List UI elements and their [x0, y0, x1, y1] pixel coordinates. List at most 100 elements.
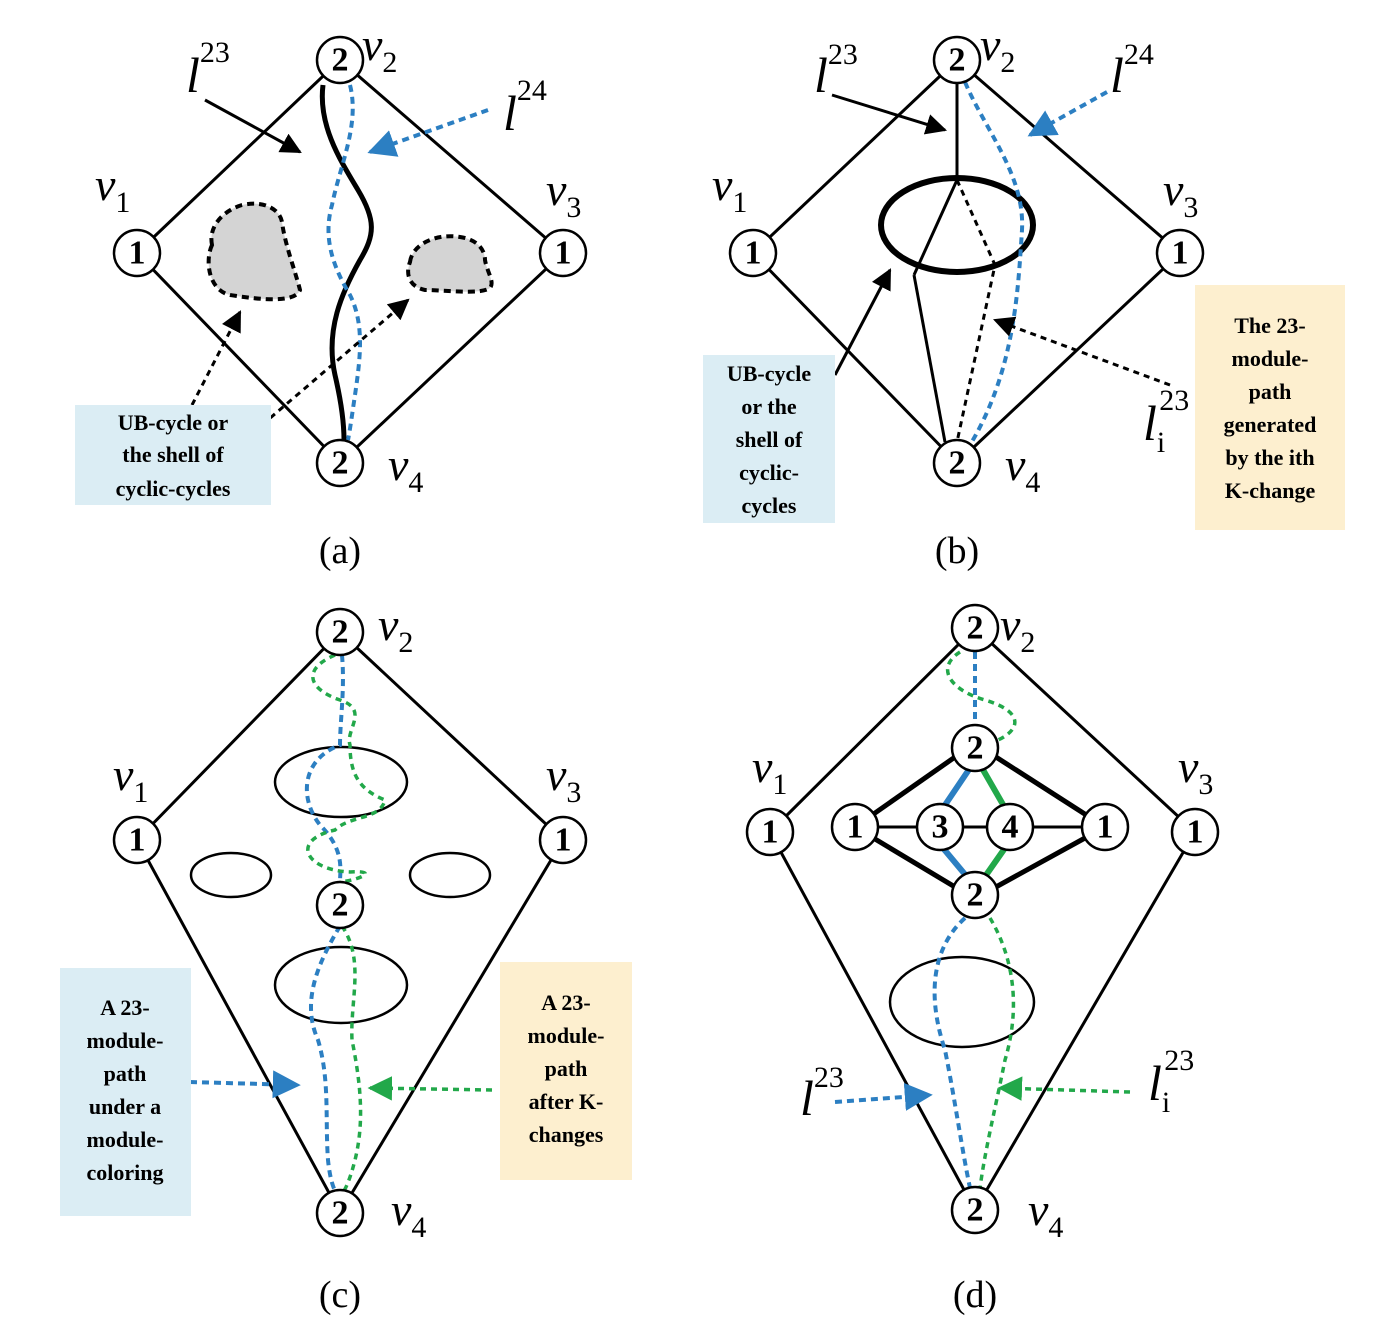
vertex-label-a-v1: v1 [95, 159, 130, 219]
arrow-l23-d [834, 1082, 933, 1111]
box-c-left-line-4: under a [89, 1094, 161, 1119]
box-c-left-line-5: module- [87, 1127, 164, 1152]
callout-box-b-right [1195, 285, 1345, 530]
path-blue-d-bottom [932, 916, 972, 1189]
panel-a: UB-cycle or the shell of cyclic-cycles 2… [75, 19, 588, 572]
svg-text:4: 4 [1002, 809, 1019, 846]
vertex-label-b-v1: v1 [712, 159, 747, 219]
label-l23-a: l23 [186, 36, 230, 103]
box-b-left-line-1: UB-cycle [727, 361, 812, 386]
vertex-label-d-v2: v2 [1000, 599, 1035, 659]
vertex-label-c-v1: v1 [113, 749, 148, 809]
node-a-v2: 2 [315, 35, 365, 85]
edge-d-v1-v4 [768, 831, 977, 1211]
edge-c-v3-v4 [338, 839, 565, 1214]
vertex-label-c-v3: v3 [546, 749, 581, 809]
box-b-left-line-4: cyclic- [739, 460, 799, 485]
panel-d: 2 2 1 3 4 1 2 1 1 2 v2 v1 v3 v4 l23 li23… [745, 599, 1220, 1316]
callout-box-c-left [60, 968, 191, 1216]
node-c-v1: 1 [112, 815, 162, 865]
callout-box-b-left [703, 355, 835, 523]
arrow-li23-d [997, 1076, 1131, 1101]
gray-region-left [206, 201, 303, 302]
box-c-right-line-5: changes [529, 1122, 604, 1147]
node-d-c4: 4 [985, 802, 1035, 852]
arrow-green-c [367, 1076, 493, 1101]
edge-b-v3-v4 [955, 251, 1182, 465]
edge-v1-v4 [135, 251, 342, 465]
node-a-v1: 1 [112, 228, 162, 278]
cycle-c-top [273, 745, 409, 819]
node-b-v2: 2 [932, 35, 982, 85]
edge-d-v2-v3 [973, 626, 1197, 834]
arrow-l23-b [831, 93, 948, 135]
edge-d-v3-v4 [973, 831, 1197, 1211]
vertex-label-c-v2: v2 [378, 599, 413, 659]
vertex-label-b-v4: v4 [1005, 439, 1040, 499]
node-d-top: 2 [950, 723, 1000, 773]
box-b-right-line-4: generated [1224, 412, 1317, 437]
svg-text:1: 1 [1187, 814, 1204, 851]
svg-text:2: 2 [332, 1195, 349, 1232]
box-a-line-2: the shell of [122, 442, 224, 467]
svg-text:1: 1 [847, 809, 864, 846]
path-blue-c-bottom [309, 924, 342, 1194]
ub-cycle-b [878, 175, 1036, 275]
path-li23-b [955, 179, 997, 443]
arrow-box-left-a [190, 310, 242, 406]
box-c-left-line-2: module- [87, 1028, 164, 1053]
edge-c-v2-v1 [135, 630, 342, 842]
path-l24-a [326, 84, 362, 441]
vertex-label-d-v1: v1 [752, 741, 787, 801]
box-b-right-line-2: module- [1232, 346, 1309, 371]
arrow-blue-c [189, 1070, 301, 1099]
caption-a: (a) [319, 530, 361, 572]
box-c-right-line-2: module- [528, 1023, 605, 1048]
box-c-right-line-3: path [545, 1056, 588, 1081]
edge-b-v2-v1 [751, 58, 959, 255]
panel-b: UB-cycle or the shell of cyclic- cycles … [703, 19, 1345, 572]
edge-c-v1-v4 [135, 839, 342, 1214]
node-d-right: 1 [1080, 802, 1130, 852]
edge-b-v2-v3 [956, 58, 1181, 255]
svg-text:3: 3 [932, 809, 949, 846]
node-d-v3: 1 [1170, 807, 1220, 857]
label-l23-d: l23 [800, 1061, 844, 1126]
box-b-left-line-3: shell of [736, 427, 803, 452]
node-b-v1: 1 [728, 228, 778, 278]
edge-v3-v4 [338, 251, 565, 465]
cycle-d-bottom [888, 955, 1036, 1049]
path-l23-a [319, 84, 374, 441]
vertex-label-a-v2: v2 [362, 19, 397, 79]
box-c-right-line-1: A 23- [541, 990, 591, 1015]
node-c-v2: 2 [315, 607, 365, 657]
box-b-left-line-2: or the [741, 394, 796, 419]
svg-text:2: 2 [332, 887, 349, 924]
node-d-v1: 1 [745, 807, 795, 857]
svg-text:2: 2 [967, 1192, 984, 1229]
vertex-label-d-v4: v4 [1028, 1184, 1063, 1244]
gray-region-right [406, 234, 494, 294]
arrow-l24-b [1027, 90, 1108, 137]
svg-text:1: 1 [1172, 235, 1189, 272]
node-a-v3: 1 [538, 228, 588, 278]
box-c-right-line-4: after K- [529, 1089, 604, 1114]
svg-text:2: 2 [332, 614, 349, 651]
callout-box-a [75, 405, 271, 505]
node-c-v3: 1 [538, 815, 588, 865]
svg-text:2: 2 [949, 42, 966, 79]
node-a-v4: 2 [315, 438, 365, 488]
arrow-l23-a [204, 98, 302, 154]
caption-b: (b) [935, 530, 979, 572]
node-d-c3: 3 [915, 802, 965, 852]
box-b-right-line-3: path [1249, 379, 1292, 404]
svg-text:1: 1 [129, 822, 146, 859]
path-l23-b-down [912, 274, 947, 443]
box-a-line-3: cyclic-cycles [116, 476, 231, 501]
box-c-left-line-3: path [104, 1061, 147, 1086]
svg-text:2: 2 [332, 445, 349, 482]
box-c-left-line-6: coloring [87, 1160, 164, 1185]
vertex-label-a-v4: v4 [388, 439, 423, 499]
node-b-v4: 2 [932, 438, 982, 488]
path-green-d-bottom [978, 917, 1016, 1189]
